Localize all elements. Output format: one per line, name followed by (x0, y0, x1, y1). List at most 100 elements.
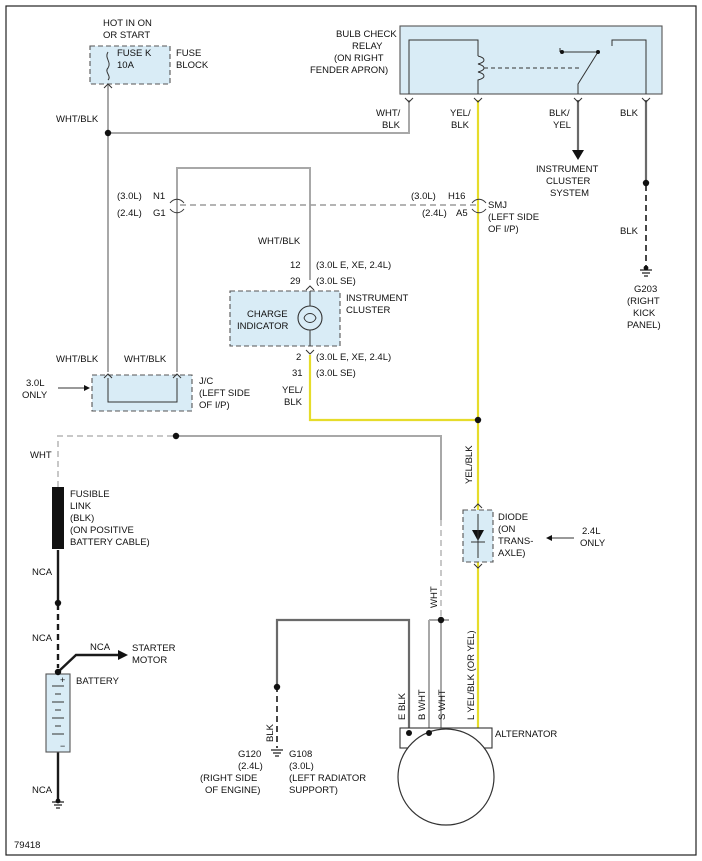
label-alt-l: L YEL/BLK (OR YEL) (466, 630, 477, 720)
label-h16: H16 (448, 191, 465, 202)
label-starter-2: MOTOR (132, 655, 167, 666)
label-pin2-desc: (3.0L E, XE, 2.4L) (316, 352, 391, 363)
wire-to-relay (108, 100, 410, 134)
figure-id: 79418 (14, 840, 40, 851)
label-g203-2: (RIGHT (627, 296, 660, 307)
instrument-cluster (229, 290, 341, 347)
bulb-check-relay (399, 25, 663, 95)
label-relay-2: RELAY (352, 41, 383, 52)
label-g120: G120 (238, 749, 261, 760)
label-ic-2: CLUSTER (346, 305, 390, 316)
label-yel-blk-1: YEL/ (282, 385, 303, 396)
battery (45, 673, 71, 753)
wire-yel-ic (308, 355, 478, 422)
splices (54, 129, 650, 736)
label-g108: G108 (289, 749, 312, 760)
label-nca-1: NCA (32, 567, 53, 578)
label-l30-only-2: ONLY (22, 390, 48, 401)
label-wht-blk-jc-right: WHT/BLK (124, 354, 167, 365)
label-fusible-4: (ON POSITIVE (70, 525, 134, 536)
label-relay-1: BULB CHECK (336, 29, 397, 40)
label-pin29-desc: (3.0L SE) (316, 276, 356, 287)
label-jc-2: (LEFT SIDE (199, 388, 250, 399)
wires (56, 82, 648, 800)
label-charge-1: CHARGE (247, 309, 288, 320)
fusible-link (52, 487, 64, 549)
label-l24-only-1: 2.4L (582, 526, 601, 537)
label-pin12-desc: (3.0L E, XE, 2.4L) (316, 260, 391, 271)
label-blk-lower: BLK (620, 226, 639, 237)
label-alt-b: B WHT (417, 689, 428, 720)
label-wht: WHT (30, 450, 52, 461)
label-g120-l: (2.4L) (238, 761, 263, 772)
label-a5: A5 (456, 208, 468, 219)
label-charge-2: INDICATOR (237, 321, 289, 332)
label-or-start: OR START (103, 30, 150, 41)
label-battery: BATTERY (76, 676, 120, 687)
label-l24-g1: (2.4L) (117, 208, 142, 219)
label-g108-l: (3.0L) (289, 761, 314, 772)
label-plus: + (60, 675, 65, 685)
ground-symbols (52, 265, 652, 809)
label-g203-1: G203 (634, 284, 657, 295)
wire-blk-ground (275, 618, 411, 732)
label-g108-d1: (LEFT RADIATOR (289, 773, 366, 784)
label-pin2: 2 (296, 352, 301, 363)
label-g120-d1: (RIGHT SIDE (200, 773, 257, 784)
label-fusible-3: (BLK) (70, 513, 94, 524)
label-l30-h16: (3.0L) (411, 191, 436, 202)
label-minus: − (60, 741, 65, 751)
label-yel-blk-2: BLK (284, 397, 303, 408)
label-g203-4: PANEL) (627, 320, 661, 331)
label-jc-1: J/C (199, 376, 213, 387)
label-alternator: ALTERNATOR (495, 729, 557, 740)
label-pin31: 31 (292, 368, 303, 379)
label-yel-blk-vert: YEL/BLK (464, 445, 475, 484)
label-relay-yel: YEL/ (450, 108, 471, 119)
label-g108-d2: SUPPORT) (289, 785, 338, 796)
label-alt-s: S WHT (437, 689, 448, 720)
label-nca-2: NCA (32, 633, 53, 644)
label-smj-2: (LEFT SIDE (488, 212, 539, 223)
label-fusible-1: FUSIBLE (70, 489, 110, 500)
label-diode-2: (ON (498, 524, 516, 535)
label-l24-only-2: ONLY (580, 538, 606, 549)
label-fusible-5: BATTERY CABLE) (70, 537, 150, 548)
wire-wht-top (176, 435, 442, 520)
label-diode-3: TRANS- (498, 536, 533, 547)
label-fuse-k: FUSE K (117, 48, 152, 59)
label-wht-blk-jc-left: WHT/BLK (56, 354, 99, 365)
label-starter-1: STARTER (132, 643, 176, 654)
label-diode-4: AXLE) (498, 548, 525, 559)
label-relay-wht-blk: BLK (382, 120, 401, 131)
label-relay-4: FENDER APRON) (310, 65, 388, 76)
label-l30-n1: (3.0L) (117, 191, 142, 202)
label-wht-blk-ic: WHT/BLK (258, 236, 301, 247)
junction-connector (91, 374, 193, 412)
label-relay-blk-yel-1: BLK/ (549, 108, 570, 119)
label-ic-sys-3: SYSTEM (550, 188, 589, 199)
label-l24-a5: (2.4L) (422, 208, 447, 219)
diagram-frame (5, 5, 697, 856)
label-pin12: 12 (290, 260, 301, 271)
label-wht-vert: WHT (429, 586, 440, 608)
label-relay-blk-yel-2: YEL (553, 120, 571, 131)
label-pin31-desc: (3.0L SE) (316, 368, 356, 379)
label-block: BLOCK (176, 60, 209, 71)
label-relay-wht: WHT/ (376, 108, 401, 119)
label-g120-d2: OF ENGINE) (205, 785, 260, 796)
label-smj-3: OF I/P) (488, 224, 519, 235)
label-wht-blk-trunk: WHT/BLK (56, 114, 99, 125)
label-jc-3: OF I/P) (199, 400, 230, 411)
connector-pins (103, 83, 651, 569)
fuse-block (89, 45, 171, 85)
wire-jc-to-ic (176, 167, 311, 372)
arrow-ic-system (572, 150, 584, 160)
label-ic-1: INSTRUMENT (346, 293, 408, 304)
wire-starter (57, 653, 118, 673)
label-fuse-amp: 10A (117, 60, 135, 71)
label-smj-1: SMJ (488, 200, 507, 211)
label-g1: G1 (153, 208, 166, 219)
